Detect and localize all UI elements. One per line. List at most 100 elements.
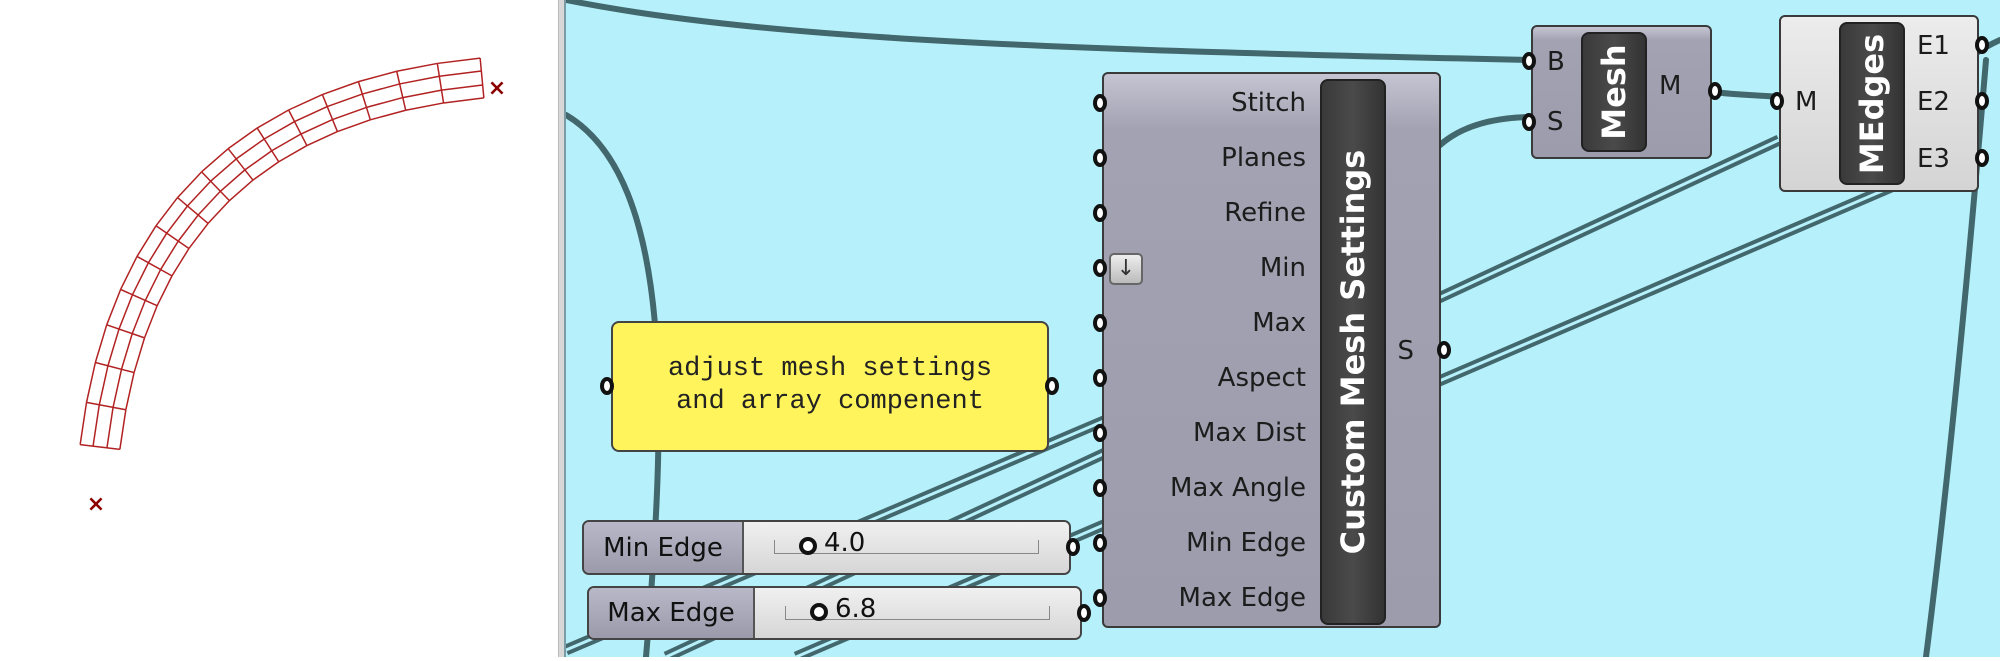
- mesh-edge: [186, 180, 212, 207]
- input-label: Planes: [1221, 143, 1306, 173]
- slider-track[interactable]: 6.8: [755, 588, 1080, 638]
- input-grip[interactable]: [1093, 259, 1107, 277]
- input-label: Stitch: [1231, 88, 1306, 118]
- panel-input-grip[interactable]: [600, 377, 614, 395]
- panel-text-line: adjust mesh settings: [667, 354, 993, 384]
- output-grip-e3[interactable]: [1975, 149, 1989, 167]
- input-label: Max Dist: [1192, 418, 1306, 448]
- mesh-edge: [112, 369, 123, 408]
- mesh-edge: [120, 333, 133, 370]
- mesh-edge: [395, 71, 407, 111]
- mesh-edge: [405, 102, 444, 111]
- mesh-edge: [402, 89, 442, 99]
- output-grip-s[interactable]: [1437, 341, 1451, 359]
- mesh-edge: [337, 119, 371, 133]
- note-panel[interactable]: adjust mesh settings and array compenent: [611, 321, 1049, 452]
- slider-value: 4.0: [824, 528, 866, 558]
- mesh-edge: [366, 96, 403, 109]
- input-grip[interactable]: [1093, 369, 1107, 387]
- mesh-edge: [210, 158, 237, 182]
- output-label-e2: E2: [1917, 87, 1950, 117]
- mesh-edge: [441, 84, 483, 91]
- input-grip[interactable]: [1093, 424, 1107, 442]
- input-grip[interactable]: [1093, 534, 1107, 552]
- x-marker-icon: ×: [488, 76, 506, 101]
- input-grip[interactable]: [1093, 479, 1107, 497]
- mesh-edge: [131, 300, 146, 334]
- output-label-e1: E1: [1917, 31, 1950, 61]
- mesh-edge: [322, 80, 359, 96]
- mesh-edge: [155, 225, 190, 250]
- input-grip[interactable]: [1093, 314, 1107, 332]
- input-grip-s[interactable]: [1522, 113, 1536, 131]
- output-grip-e1[interactable]: [1975, 36, 1989, 54]
- input-grip-m[interactable]: [1770, 92, 1784, 110]
- mesh-edge: [358, 70, 397, 83]
- input-grip[interactable]: [1093, 589, 1107, 607]
- mesh-edge: [278, 144, 308, 163]
- mesh-edge: [133, 337, 146, 373]
- input-label: Refine: [1224, 198, 1306, 228]
- slider-output-grip[interactable]: [1077, 604, 1091, 622]
- slider-output-grip[interactable]: [1066, 538, 1080, 556]
- mesh-edge: [399, 75, 440, 85]
- mesh-edge: [159, 240, 179, 270]
- input-label-b: B: [1547, 47, 1565, 77]
- mesh-edge: [155, 197, 179, 227]
- output-label: S: [1397, 336, 1414, 366]
- mesh-preview: ××: [79, 57, 506, 517]
- slider-knob[interactable]: [810, 603, 828, 621]
- rhino-viewport[interactable]: ××: [0, 0, 558, 657]
- slider-min-edge[interactable]: Min Edge 4.0: [582, 520, 1071, 575]
- mesh-edge: [107, 328, 120, 366]
- mesh-edge: [80, 443, 120, 451]
- mesh-edge: [263, 120, 295, 140]
- input-grip[interactable]: [1093, 94, 1107, 112]
- mesh-component[interactable]: B S Mesh M: [1531, 25, 1712, 159]
- mesh-edge: [94, 324, 108, 363]
- mesh-edge: [106, 289, 122, 326]
- mesh-edge: [95, 361, 135, 374]
- medges-component[interactable]: M MEdges E1 E2 E3: [1779, 15, 1979, 192]
- output-grip-m[interactable]: [1708, 82, 1722, 100]
- wire: [1711, 89, 1782, 100]
- input-grip[interactable]: [1093, 149, 1107, 167]
- mesh-edge: [144, 269, 162, 301]
- mesh-edge: [201, 148, 229, 173]
- mesh-edge: [119, 256, 138, 290]
- slider-track[interactable]: 4.0: [744, 522, 1069, 573]
- input-grip[interactable]: [1093, 204, 1107, 222]
- mesh-edge: [227, 127, 258, 150]
- mesh-edge: [177, 197, 209, 224]
- mesh-edge: [439, 70, 482, 78]
- component-title: Custom Mesh Settings: [1320, 79, 1386, 625]
- mesh-edge: [201, 171, 230, 202]
- mesh-edge: [436, 63, 445, 104]
- mesh-edge: [106, 324, 145, 339]
- mesh-edge: [396, 62, 438, 73]
- slider-knob[interactable]: [799, 537, 817, 555]
- mesh-edge: [98, 365, 109, 405]
- slider-max-edge[interactable]: Max Edge 6.8: [587, 586, 1082, 640]
- panel-splitter[interactable]: [558, 0, 566, 657]
- input-label: Aspect: [1217, 363, 1306, 393]
- mesh-edge: [362, 83, 400, 95]
- mesh-edge: [256, 109, 289, 129]
- mesh-edge: [326, 93, 363, 108]
- input-label: Max Edge: [1178, 583, 1306, 613]
- input-grip-b[interactable]: [1522, 52, 1536, 70]
- mesh-edge: [171, 248, 190, 277]
- output-label-e3: E3: [1917, 144, 1950, 174]
- mesh-edge: [147, 232, 168, 264]
- arrow-down-icon[interactable]: ↓: [1109, 253, 1143, 285]
- mesh-edge: [92, 404, 101, 447]
- mesh-edge: [125, 372, 135, 410]
- input-label-m: M: [1795, 87, 1818, 117]
- mesh-edge: [228, 179, 254, 202]
- panel-output-grip[interactable]: [1045, 377, 1059, 395]
- mesh-edge: [479, 58, 485, 98]
- output-grip-e2[interactable]: [1975, 92, 1989, 110]
- mesh-edge: [85, 362, 97, 403]
- mesh-edge: [176, 171, 203, 199]
